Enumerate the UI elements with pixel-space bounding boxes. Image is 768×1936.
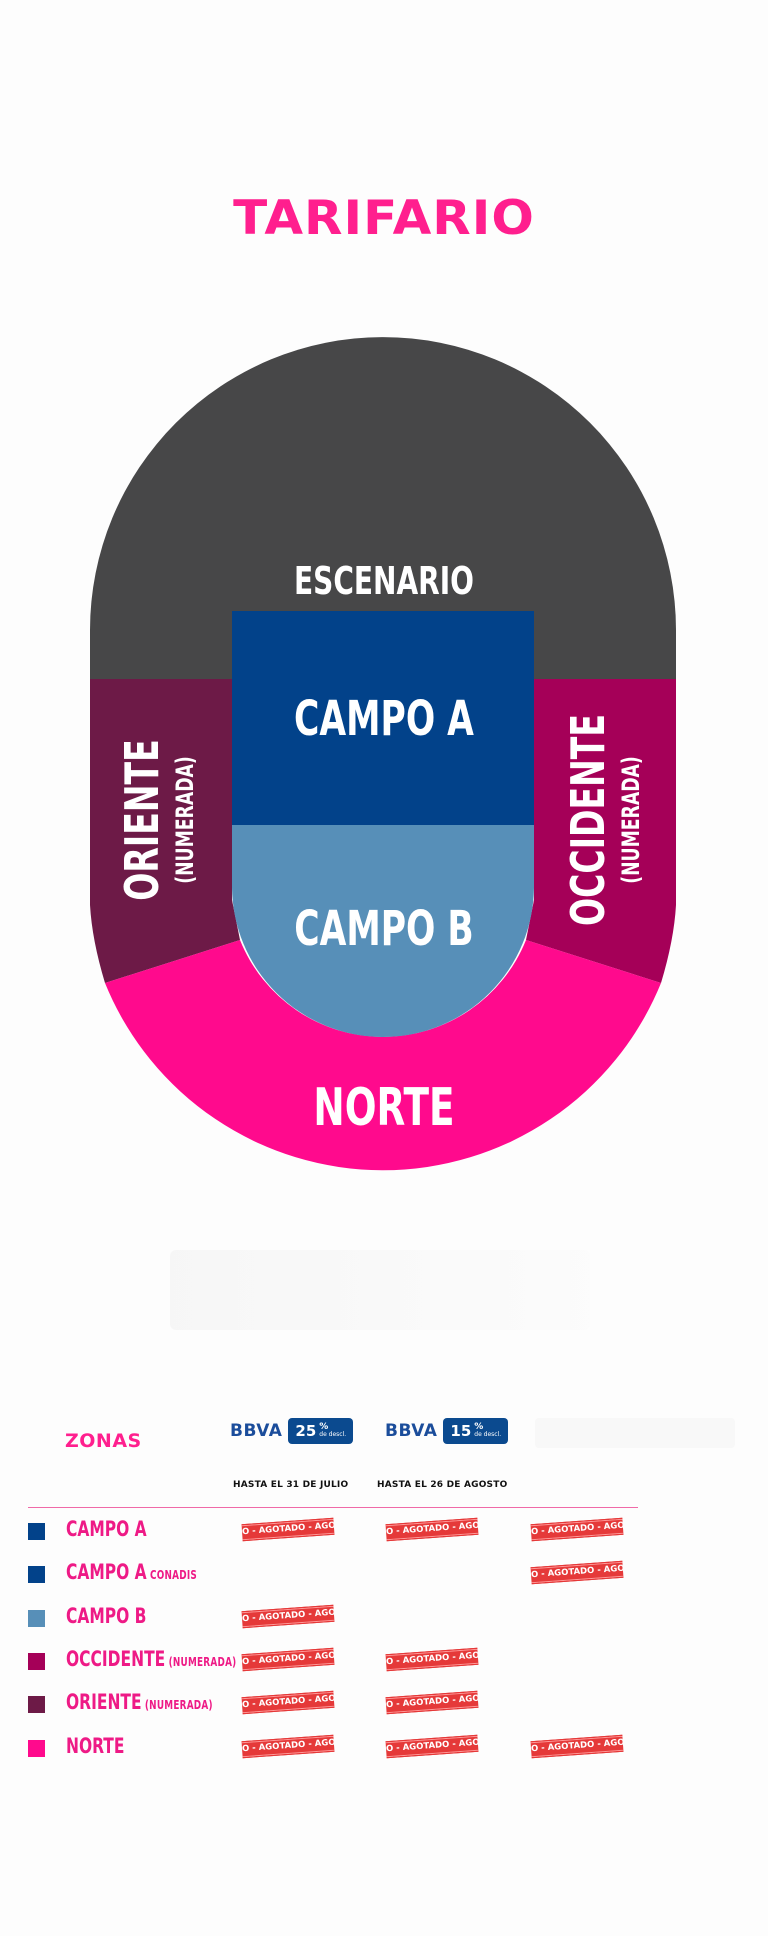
sold-out-stamp: O - AGOTADO - AGOTADO - A [385,1690,479,1715]
zone-color-swatch [28,1653,45,1670]
sold-out-stamp: O - AGOTADO - AGOTADO - A [241,1604,335,1629]
zone-name: CAMPO A CONADIS [66,1560,197,1584]
sold-out-stamp: O - AGOTADO - AGOTADO - A [530,1517,624,1542]
sold-out-stamp: O - AGOTADO - AGOTADO - A [530,1734,624,1759]
table-row: OCCIDENTE (NUMERADA)O - AGOTADO - AGOTAD… [28,1647,648,1677]
zone-oriente[interactable] [90,679,240,983]
zone-escenario[interactable] [90,337,676,680]
sold-out-stamp: O - AGOTADO - AGOTADO - A [241,1647,335,1672]
label-occidente-sub: (NUMERADA) [618,756,646,884]
zone-label: CAMPO A [66,1517,147,1541]
label-occidente: OCCIDENTE [561,714,615,926]
column-date-2: HASTA EL 26 DE AGOSTO [377,1480,508,1490]
label-norte: NORTE [313,1078,454,1139]
sold-out-stamp: O - AGOTADO - AGOTADO - A [241,1690,335,1715]
zone-campo-a[interactable] [232,611,534,825]
discount-badge: 25 % de descl. [288,1418,354,1444]
zone-color-swatch [28,1523,45,1540]
promo-bbva-25: BBVA 25 % de descl. [230,1418,354,1444]
sold-out-stamp: O - AGOTADO - AGOTADO - A [385,1734,479,1759]
zone-name: OCCIDENTE (NUMERADA) [66,1647,236,1671]
sold-out-stamp: O - AGOTADO - AGOTADO - A [241,1734,335,1759]
table-row: CAMPO B O - AGOTADO - AGOTADO - A [28,1604,648,1634]
faint-column-header [535,1418,735,1448]
label-campo-a: CAMPO A [294,692,475,747]
zone-color-swatch [28,1566,45,1583]
zone-color-swatch [28,1610,45,1627]
venue-map: ESCENARIO CAMPO A CAMPO B NORTE ORIENTE … [90,337,676,1171]
zone-name: ORIENTE (NUMERADA) [66,1690,213,1714]
zone-sublabel: (NUMERADA) [141,1698,213,1712]
zone-label: CAMPO B [66,1604,147,1628]
label-oriente: ORIENTE [115,739,169,900]
label-campo-b: CAMPO B [294,902,473,957]
zonas-header: ZONAS [65,1430,142,1452]
zone-name: NORTE [66,1734,124,1758]
table-row: NORTE O - AGOTADO - AGOTADO - A O - AGOTAD… [28,1734,648,1764]
table-row: CAMPO A O - AGOTADO - AGOTADO - A O - AGOT… [28,1517,648,1547]
zone-label: OCCIDENTE [66,1647,166,1671]
zone-campo-b[interactable] [232,825,534,1037]
zone-label: NORTE [66,1734,125,1758]
zone-label: CAMPO A [66,1560,147,1584]
bbva-logo: BBVA [385,1421,438,1441]
column-date-1: HASTA EL 31 DE JULIO [233,1480,349,1490]
zone-norte[interactable] [105,940,661,1171]
table-divider [28,1507,638,1508]
faint-background-decoration [170,1250,590,1330]
sold-out-stamp: O - AGOTADO - AGOTADO - A [385,1517,479,1542]
sold-out-stamp: O - AGOTADO - AGOTADO - A [530,1560,624,1585]
zone-occidente[interactable] [526,679,676,983]
table-row: CAMPO A CONADIS O - AGOTADO - AGOTADO - A [28,1560,648,1590]
zone-name: CAMPO B [66,1604,147,1628]
bbva-logo: BBVA [230,1421,283,1441]
zone-color-swatch [28,1740,45,1757]
page-title: TARIFARIO [233,190,535,246]
promo-bbva-15: BBVA 15 % de descl. [385,1418,509,1444]
label-escenario: ESCENARIO [294,560,474,604]
zone-name: CAMPO A [66,1517,147,1541]
zone-sublabel: (NUMERADA) [165,1655,237,1669]
discount-badge: 15 % de descl. [443,1418,509,1444]
label-oriente-sub: (NUMERADA) [172,756,200,884]
zone-sublabel: CONADIS [146,1568,198,1582]
sold-out-stamp: O - AGOTADO - AGOTADO - A [385,1647,479,1672]
zone-label: ORIENTE [66,1690,142,1714]
zone-color-swatch [28,1696,45,1713]
table-row: ORIENTE (NUMERADA) O - AGOTADO - AGOTADO … [28,1690,648,1720]
sold-out-stamp: O - AGOTADO - AGOTADO - A [241,1517,335,1542]
